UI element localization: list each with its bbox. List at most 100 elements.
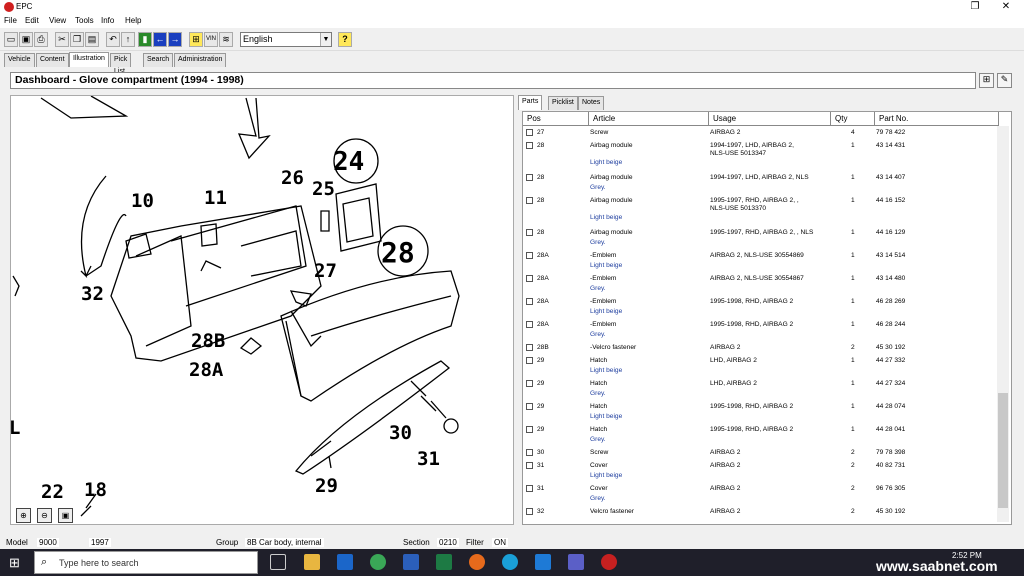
row-checkbox[interactable] bbox=[526, 321, 533, 328]
tab-notes[interactable]: Notes bbox=[578, 96, 605, 110]
scrollbar-thumb[interactable] bbox=[998, 393, 1008, 508]
callout-28b[interactable]: 28B bbox=[191, 330, 225, 352]
tab-picklist[interactable]: Picklist bbox=[548, 96, 578, 110]
row-checkbox[interactable] bbox=[526, 357, 533, 364]
callout-26[interactable]: 26 bbox=[281, 167, 304, 189]
row-checkbox[interactable] bbox=[526, 449, 533, 456]
row-checkbox[interactable] bbox=[526, 197, 533, 204]
callout-29[interactable]: 29 bbox=[315, 475, 338, 497]
callout-31[interactable]: 31 bbox=[417, 448, 440, 470]
row-checkbox[interactable] bbox=[526, 426, 533, 433]
excel-icon[interactable] bbox=[436, 554, 452, 570]
add-to-picklist-button[interactable]: ⊞ bbox=[979, 73, 994, 88]
callout-30[interactable]: 30 bbox=[389, 422, 412, 444]
ie-icon[interactable] bbox=[535, 554, 551, 570]
tab-vehicle[interactable]: Vehicle bbox=[4, 53, 35, 67]
cut-icon[interactable]: ✂ bbox=[55, 32, 69, 47]
save-icon[interactable]: ▣ bbox=[19, 32, 33, 47]
menu-help[interactable]: Help bbox=[125, 16, 142, 25]
picklist-add-icon[interactable]: ⊞ bbox=[189, 32, 203, 47]
callout-27[interactable]: 27 bbox=[314, 260, 337, 282]
vin-button[interactable]: VIN bbox=[204, 32, 218, 47]
menu-tools[interactable]: Tools bbox=[75, 16, 94, 25]
tab-pick-list[interactable]: Pick List bbox=[110, 53, 132, 75]
menu-file[interactable]: File bbox=[4, 16, 17, 25]
file-explorer-icon[interactable] bbox=[304, 554, 320, 570]
teams-icon[interactable] bbox=[568, 554, 584, 570]
restore-button[interactable]: ❐ bbox=[970, 1, 980, 12]
row-checkbox[interactable] bbox=[526, 485, 533, 492]
taskbar-search[interactable]: ⌕ Type here to search bbox=[34, 551, 258, 574]
paste-icon[interactable]: ▤ bbox=[85, 32, 99, 47]
row-checkbox[interactable] bbox=[526, 229, 533, 236]
print-icon[interactable]: ⎙ bbox=[34, 32, 48, 47]
word-icon[interactable] bbox=[403, 554, 419, 570]
up-page-icon[interactable]: ↑ bbox=[121, 32, 135, 47]
tab-illustration[interactable]: Illustration bbox=[69, 52, 109, 67]
callout-24[interactable]: 24 bbox=[333, 147, 364, 177]
filter-icon[interactable]: ≋ bbox=[219, 32, 233, 47]
menu-edit[interactable]: Edit bbox=[25, 16, 39, 25]
menu-info[interactable]: Info bbox=[101, 16, 115, 25]
menu-view[interactable]: View bbox=[49, 16, 67, 25]
arrow-left-icon[interactable]: ← bbox=[153, 32, 167, 47]
language-select[interactable]: English ▼ bbox=[240, 32, 332, 47]
zoom-fit-icon[interactable]: ▣ bbox=[58, 508, 73, 523]
row-checkbox[interactable] bbox=[526, 380, 533, 387]
edit-note-button[interactable]: ✎ bbox=[997, 73, 1012, 88]
arrow-right-icon[interactable]: → bbox=[168, 32, 182, 47]
close-button[interactable]: ✕ bbox=[1001, 1, 1011, 12]
chevron-down-icon[interactable]: ▼ bbox=[320, 33, 331, 46]
tab-search[interactable]: Search bbox=[143, 53, 174, 67]
column-pos[interactable]: Pos bbox=[523, 112, 589, 126]
row-checkbox[interactable] bbox=[526, 174, 533, 181]
row-checkbox[interactable] bbox=[526, 462, 533, 469]
row-checkbox[interactable] bbox=[526, 252, 533, 259]
callout-22[interactable]: 22 bbox=[41, 481, 64, 503]
zoom-out-icon[interactable]: ⊖ bbox=[37, 508, 52, 523]
copy-icon[interactable]: ❐ bbox=[70, 32, 84, 47]
task-view-icon[interactable] bbox=[270, 554, 286, 570]
callout-25[interactable]: 25 bbox=[312, 178, 335, 200]
column-usage[interactable]: Usage bbox=[709, 112, 831, 126]
callout-18[interactable]: 18 bbox=[84, 479, 107, 501]
outlook-icon[interactable] bbox=[337, 554, 353, 570]
row-checkbox[interactable] bbox=[526, 129, 533, 136]
open-icon[interactable]: ▭ bbox=[4, 32, 18, 47]
edge-icon[interactable] bbox=[502, 554, 518, 570]
row-checkbox[interactable] bbox=[526, 508, 533, 515]
row-checkbox[interactable] bbox=[526, 344, 533, 351]
row-checkbox[interactable] bbox=[526, 142, 533, 149]
chrome-icon[interactable] bbox=[370, 554, 386, 570]
callout-11[interactable]: 11 bbox=[204, 187, 227, 209]
firefox-icon[interactable] bbox=[469, 554, 485, 570]
zoom-in-icon[interactable]: ⊕ bbox=[16, 508, 31, 523]
help-button[interactable]: ? bbox=[338, 32, 352, 47]
callout-28[interactable]: 28 bbox=[381, 236, 415, 269]
illustration-panel[interactable]: 24 28 26 25 10 11 32 27 28B 28A 30 31 29… bbox=[10, 95, 514, 525]
tab-administration[interactable]: Administration bbox=[174, 53, 227, 67]
callout-32[interactable]: 32 bbox=[81, 283, 104, 305]
column-qty[interactable]: Qty bbox=[831, 112, 875, 126]
row-checkbox[interactable] bbox=[526, 275, 533, 282]
callout-28a[interactable]: 28A bbox=[189, 359, 224, 381]
column-article[interactable]: Article bbox=[589, 112, 709, 126]
row-checkbox[interactable] bbox=[526, 298, 533, 305]
column-part-no[interactable]: Part No. bbox=[875, 112, 999, 126]
callout-10[interactable]: 10 bbox=[131, 190, 154, 212]
